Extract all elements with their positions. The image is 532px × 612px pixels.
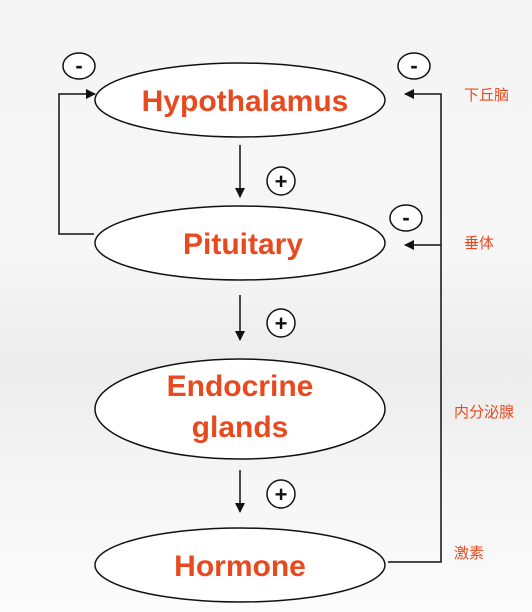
- minus-symbol-top-right: -: [397, 52, 431, 80]
- hormone-label: Hormone: [174, 550, 306, 583]
- pituitary-ellipse: [94, 205, 386, 281]
- endocrine-label: Endocrine: [167, 370, 314, 403]
- hypothalamus-ellipse: [94, 62, 386, 138]
- svg-text:+: +: [275, 482, 288, 507]
- hormone-ellipse: [94, 527, 386, 603]
- svg-text:+: +: [275, 169, 288, 194]
- hypothalamus-label: Hypothalamus: [142, 85, 349, 118]
- minus-symbol-left: -: [62, 52, 96, 80]
- label-chuiti: 垂体: [464, 234, 494, 252]
- minus-symbol-middle-right: -: [389, 204, 423, 232]
- label-jisu: 激素: [454, 544, 484, 562]
- short-feedback-loop-line: [58, 89, 96, 235]
- svg-text:+: +: [275, 311, 288, 336]
- svg-text:-: -: [75, 53, 82, 78]
- pituitary-label: Pituitary: [183, 228, 303, 261]
- label-xiaqiunao: 下丘脑: [464, 86, 509, 104]
- plus-symbol-1: +: [266, 166, 296, 196]
- plus-symbol-3: +: [266, 479, 296, 509]
- svg-text:-: -: [410, 53, 417, 78]
- endocrine-glands-ellipse: [94, 358, 386, 460]
- plus-symbol-2: +: [266, 308, 296, 338]
- long-feedback-to-hypothalamus-line: [388, 89, 442, 563]
- label-neifenmixian: 内分泌腺: [454, 403, 514, 421]
- svg-text:-: -: [402, 205, 409, 230]
- glands-label: glands: [192, 411, 289, 444]
